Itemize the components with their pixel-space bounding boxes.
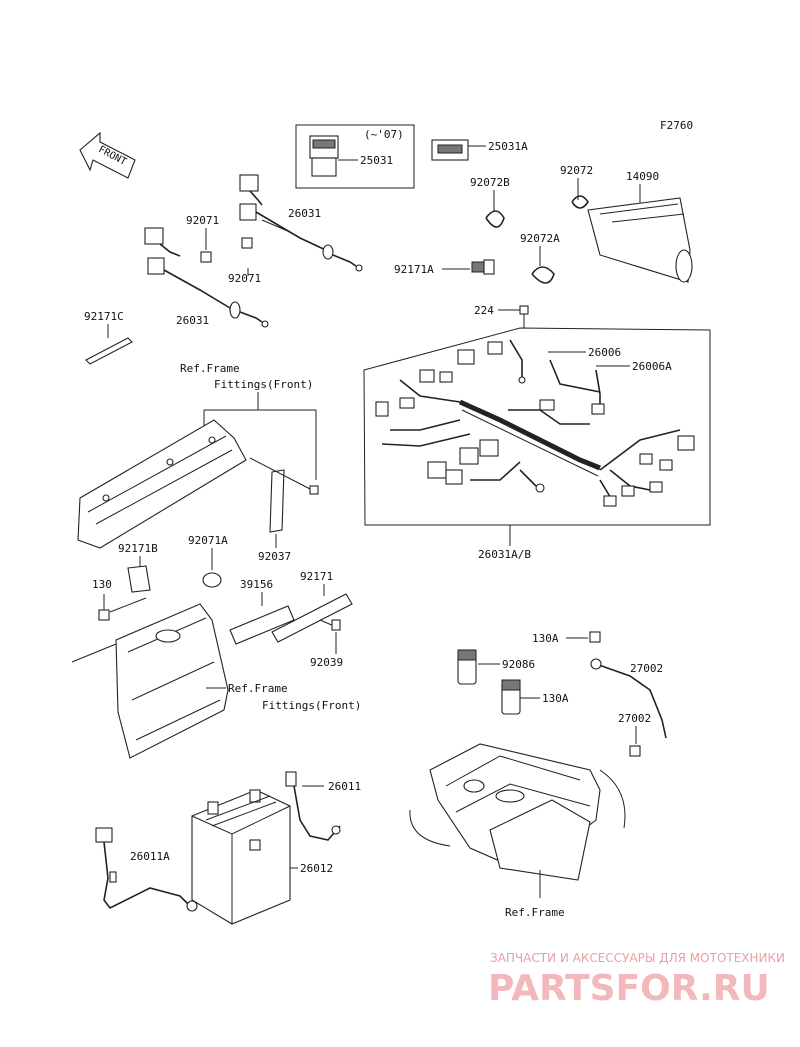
relay-27002-b [501, 679, 521, 715]
part-label-92171C: 92171C [84, 310, 124, 323]
watermark-tagline: ЗАПЧАСТИ И АКСЕССУАРЫ ДЛЯ МОТОТЕХНИКИ [490, 951, 785, 965]
part-label-92037: 92037 [258, 550, 291, 563]
clip-92171 [271, 593, 353, 643]
part-label-27002-b: 130A [542, 692, 569, 705]
part-label-92086: 27002 [630, 662, 663, 675]
watermark-logo-text: PARTSFOR.RU [488, 968, 770, 1009]
clip-92171A [471, 259, 495, 275]
clamp-92072B [485, 210, 505, 228]
harness-26031-lower [144, 227, 269, 328]
cover-14090 [587, 197, 693, 283]
bolt-224 [519, 305, 529, 315]
ref-frame-mid-1: Ref.Frame [228, 682, 288, 695]
part-label-25031-note: (~'07) [364, 128, 404, 141]
bolt-130A-top [589, 631, 601, 643]
strip-39156 [229, 605, 295, 645]
bolt-130A-bottom [629, 745, 641, 757]
part-label-130A-bottom: 27002 [618, 712, 651, 725]
cable-92086 [595, 663, 667, 739]
part-label-92171A: 92171A [394, 263, 434, 276]
main-harness-box [363, 327, 711, 526]
front-arrow-icon: FRONT [79, 131, 136, 179]
part-label-39156: 39156 [240, 578, 273, 591]
part-label-92072B: 92072B [470, 176, 510, 189]
ref-frame-mid-2: Fittings(Front) [262, 699, 361, 712]
part-label-92039: 92039 [310, 656, 343, 669]
switch-25031 [295, 124, 415, 189]
part-label-14090: 14090 [626, 170, 659, 183]
cable-26011A [95, 827, 198, 912]
frame-middle [71, 603, 229, 759]
part-label-26031AB: 26031A/B [478, 548, 531, 561]
part-label-130A-top: 130A [532, 632, 559, 645]
part-label-224: 224 [474, 304, 494, 317]
part-label-92072: 92072 [560, 164, 593, 177]
battery-26012 [191, 789, 291, 925]
part-label-26006A: 26006A [632, 360, 672, 373]
part-label-92071-b: 92071 [228, 272, 261, 285]
part-label-26012: 26012 [300, 862, 333, 875]
bolt-130-left [98, 609, 110, 621]
ref-frame-bottom: Ref.Frame [505, 906, 565, 919]
plate-92171B [127, 565, 151, 593]
switch-25031A [431, 139, 486, 161]
part-label-92072A: 92072A [520, 232, 560, 245]
screw-92039 [331, 619, 341, 631]
part-label-92071A: 92071A [188, 534, 228, 547]
part-label-26006: 26006 [588, 346, 621, 359]
harness-26031-upper [239, 174, 363, 272]
part-label-92071-a: 92071 [186, 214, 219, 227]
frame-lower [409, 743, 626, 898]
clamp-92072 [571, 195, 589, 209]
diagram-code: F2760 [660, 119, 693, 132]
grommet-92071-b [241, 237, 253, 249]
part-label-26011: 26011 [328, 780, 361, 793]
part-label-26011A: 26011A [130, 850, 170, 863]
part-label-92171: 92171 [300, 570, 333, 583]
part-label-25031A: 25031A [488, 140, 528, 153]
grommet-92071A [202, 572, 222, 588]
part-label-92171B: 92171B [118, 542, 158, 555]
front-fitting-bracket [77, 419, 319, 549]
clamp-92072A [531, 266, 555, 284]
part-label-25031: 25031 [360, 154, 393, 167]
grommet-92071-a [200, 251, 212, 263]
part-label-26031-upper: 26031 [288, 207, 321, 220]
part-label-130-left: 130 [92, 578, 112, 591]
cable-26011 [285, 771, 341, 841]
part-label-27002-a: 92086 [502, 658, 535, 671]
part-label-26031-lower: 26031 [176, 314, 209, 327]
ref-frame-top-2: Fittings(Front) [214, 378, 313, 391]
ref-frame-top-1: Ref.Frame [180, 362, 240, 375]
clip-92171C [85, 337, 133, 365]
relay-27002-a [457, 649, 477, 685]
